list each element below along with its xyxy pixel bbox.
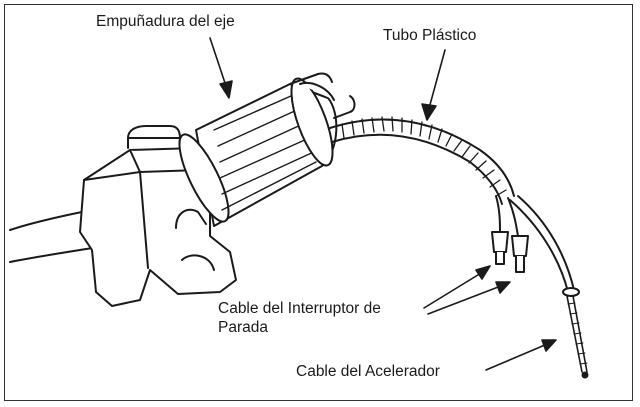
- grip-label: Empuñadura del eje: [96, 13, 235, 30]
- throttle-grip: [178, 77, 338, 227]
- stop-switch-cable-label: Cable del Interruptor de: [218, 300, 381, 317]
- stop-switch-wires: [491, 195, 529, 273]
- throttle-arrow: [485, 341, 553, 371]
- stop-switch-arrow-2: [427, 283, 507, 315]
- stop-switch-arrow-1: [423, 269, 487, 309]
- stop-switch-cable-label-line2: Parada: [218, 319, 268, 336]
- leader-arrows: [209, 37, 557, 371]
- plastic-tube: [329, 116, 515, 205]
- throttle-cable: [509, 195, 589, 379]
- tube-arrow: [427, 49, 446, 113]
- throttle-cable-label: Cable del Acelerador: [296, 363, 440, 380]
- bar-end: [289, 72, 356, 119]
- plastic-tube-label: Tubo Plástico: [383, 27, 477, 44]
